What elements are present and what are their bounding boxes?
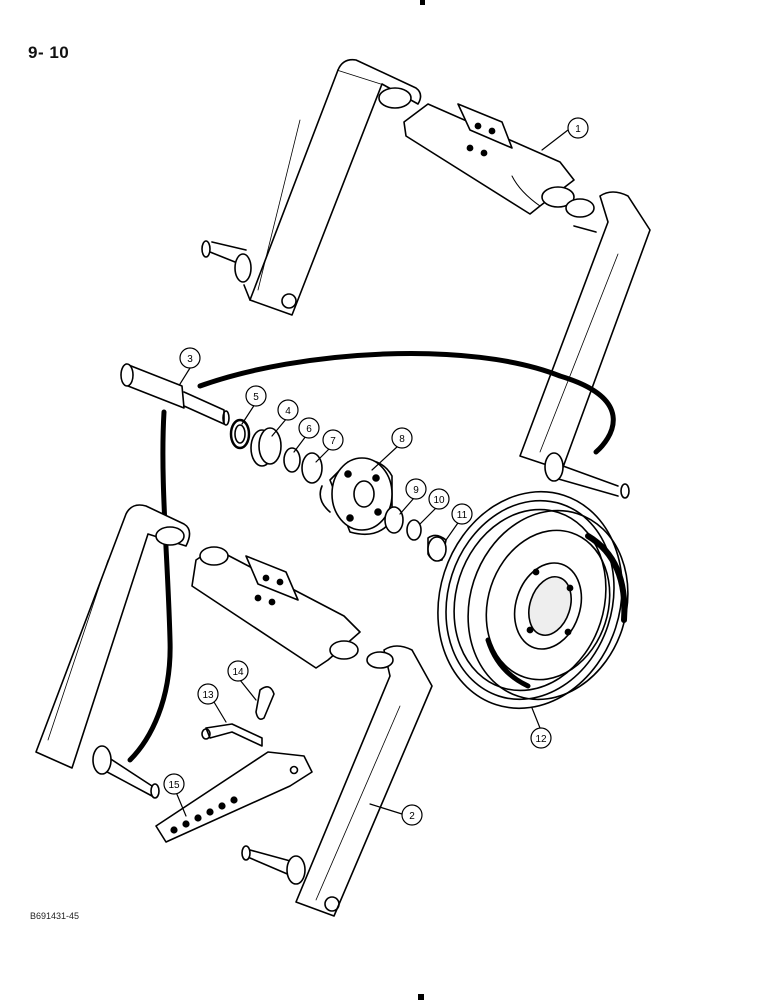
callout-15: 15 xyxy=(163,773,185,795)
callout-4: 4 xyxy=(277,399,299,421)
bearing-cone-inner xyxy=(283,447,301,473)
drawing-reference-code: B691431-45 xyxy=(30,911,80,921)
callout-labels: 1 2 3 5 4 6 7 8 9 10 11 12 13 14 15 xyxy=(163,117,589,826)
callout-8-label: 8 xyxy=(399,434,405,445)
callout-8: 8 xyxy=(391,427,413,449)
callout-10-label: 10 xyxy=(433,495,445,506)
registration-mark-top xyxy=(420,0,425,5)
leader-lines xyxy=(175,129,569,817)
spindle xyxy=(120,363,230,426)
callout-13: 13 xyxy=(197,683,219,705)
pin xyxy=(201,723,263,747)
callout-14: 14 xyxy=(227,660,249,682)
page-number: 9- 10 xyxy=(28,43,70,62)
wheel-hub xyxy=(319,457,393,536)
registration-mark-bottom xyxy=(418,994,424,1000)
bearing-cup-inner xyxy=(250,427,282,467)
callout-9: 9 xyxy=(405,478,427,500)
callout-13-label: 13 xyxy=(202,690,214,701)
seal xyxy=(229,418,251,450)
callout-7: 7 xyxy=(322,429,344,451)
callout-2: 2 xyxy=(401,804,423,826)
upper-frame xyxy=(201,58,651,499)
callout-5-label: 5 xyxy=(253,392,259,403)
lower-frame xyxy=(35,504,433,917)
callout-11: 11 xyxy=(451,503,473,525)
washer xyxy=(406,519,422,541)
callout-12: 12 xyxy=(530,727,552,749)
callout-1-label: 1 xyxy=(575,124,581,135)
callout-4-label: 4 xyxy=(285,406,291,417)
bearing-cone-outer xyxy=(384,506,404,534)
callout-14-label: 14 xyxy=(232,667,244,678)
callout-6-label: 6 xyxy=(306,424,312,435)
callout-15-label: 15 xyxy=(168,780,180,791)
callout-9-label: 9 xyxy=(413,485,419,496)
callout-3-label: 3 xyxy=(187,354,193,365)
callout-2-label: 2 xyxy=(409,811,415,822)
callout-12-label: 12 xyxy=(535,734,547,745)
callout-1: 1 xyxy=(567,117,589,139)
callout-7-label: 7 xyxy=(330,436,336,447)
lynch-clip xyxy=(255,686,275,720)
callout-6: 6 xyxy=(298,417,320,439)
bearing-cup-outer xyxy=(301,452,323,484)
callout-10: 10 xyxy=(428,488,450,510)
callout-3: 3 xyxy=(179,347,201,369)
callout-5: 5 xyxy=(245,385,267,407)
callout-11-label: 11 xyxy=(457,510,468,521)
wheel-rim xyxy=(437,490,629,710)
dust-cap xyxy=(427,534,447,562)
drawbar xyxy=(155,751,313,843)
